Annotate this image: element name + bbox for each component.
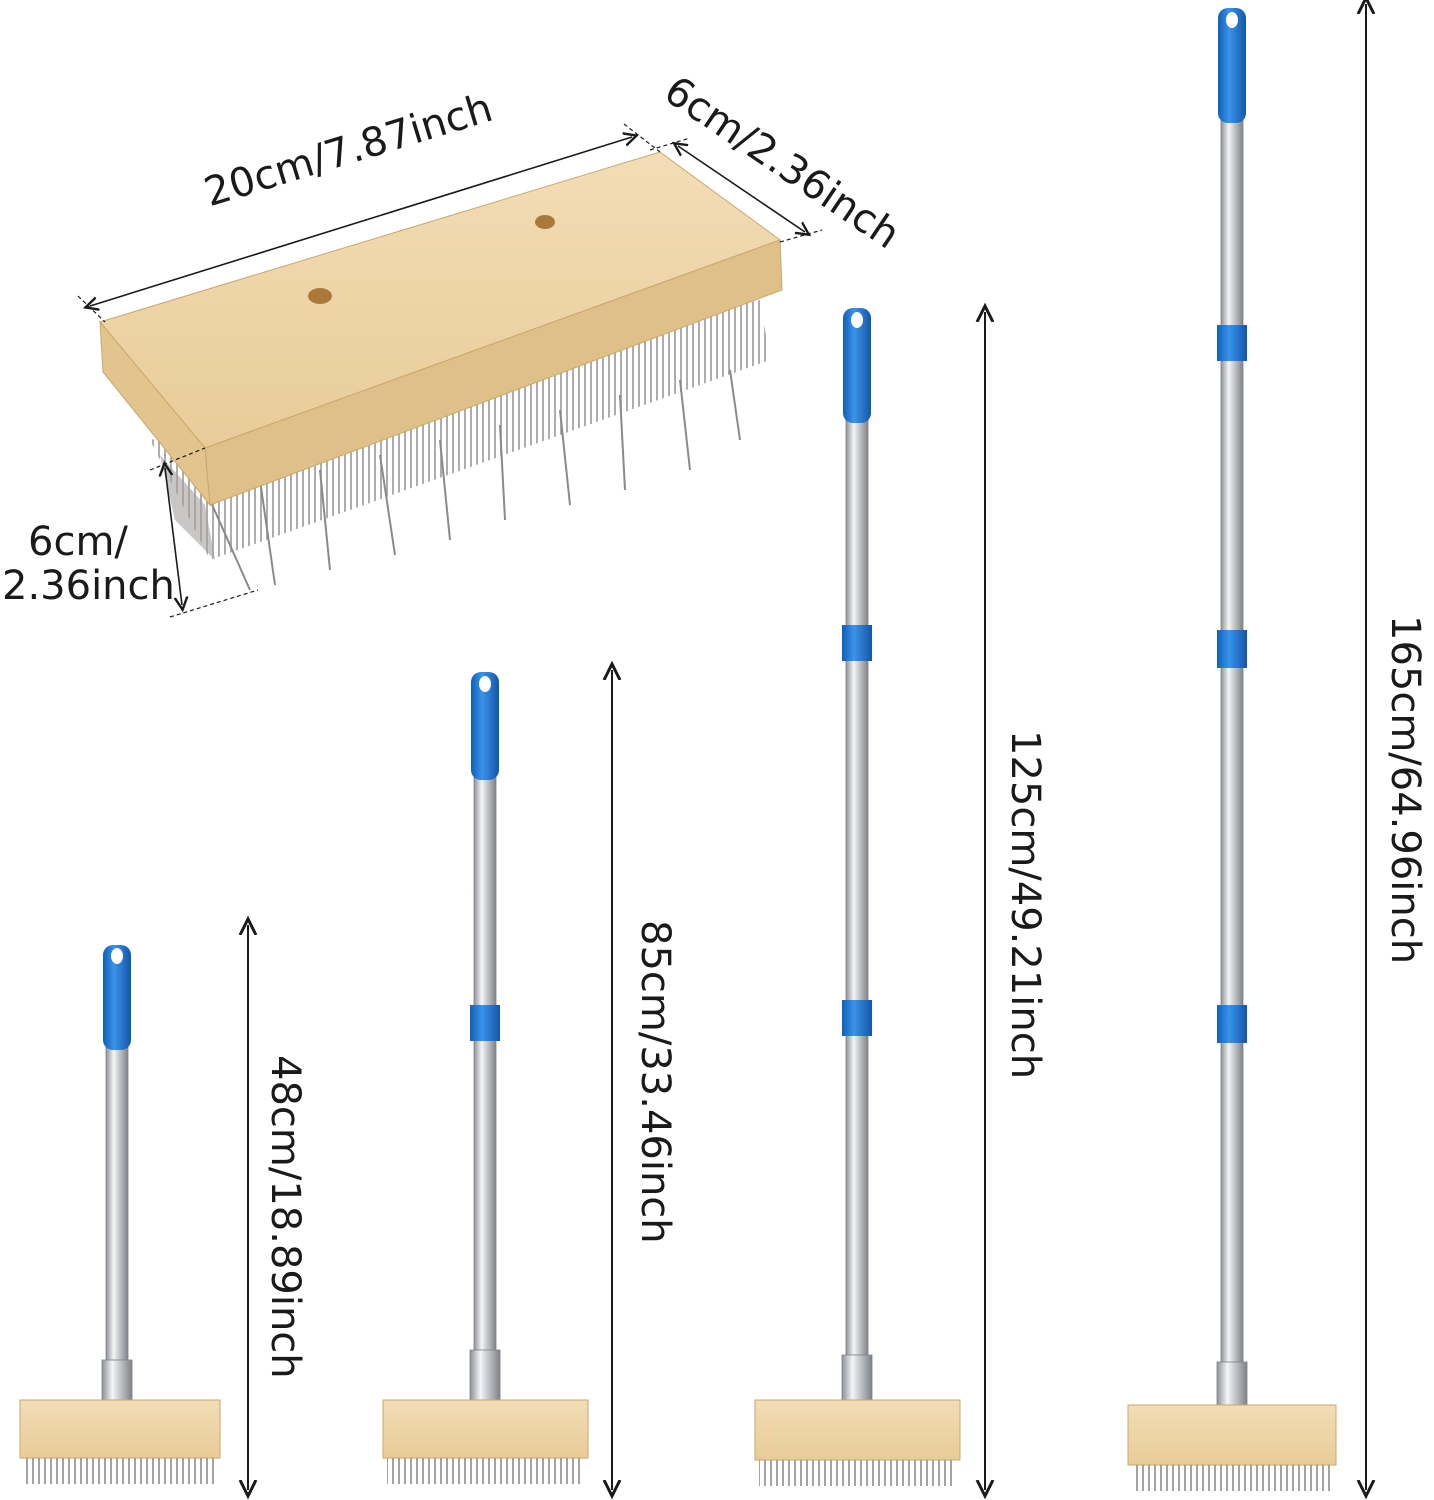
wood-block: [19, 1399, 221, 1459]
brush-48cm: [19, 945, 221, 1484]
grip-icon: [471, 672, 499, 780]
wood-block: [382, 1399, 589, 1459]
grip-icon: [103, 945, 131, 1050]
length-dimension: [77, 123, 661, 323]
collar-icon: [1217, 1005, 1247, 1043]
wood-block: [1127, 1404, 1337, 1466]
height-dimension: [149, 447, 259, 618]
brush-head-closeup: [77, 123, 823, 618]
size-label-165: 165cm/64.96inch: [1382, 615, 1428, 965]
brush-height-label-line1: 6cm/: [28, 519, 128, 565]
collar-icon: [842, 1000, 872, 1036]
collar-icon: [470, 1005, 500, 1041]
collar-icon: [842, 625, 872, 661]
bristles-icon: [387, 1458, 584, 1484]
size-label-125: 125cm/49.21inch: [1002, 730, 1048, 1080]
brush-125cm: [754, 308, 961, 1486]
mount-hole-icon: [308, 288, 332, 304]
size-label-85: 85cm/33.46inch: [632, 920, 678, 1244]
grip-icon: [1218, 8, 1246, 123]
mount-hole-icon: [535, 215, 555, 229]
width-dimension: [649, 137, 823, 243]
grip-icon: [843, 308, 871, 423]
bristles-icon: [24, 1458, 216, 1484]
size-label-48: 48cm/18.89inch: [262, 1055, 308, 1379]
bristles-icon: [1132, 1465, 1332, 1491]
brush-height-label-line2: 2.36inch: [2, 563, 175, 609]
collar-icon: [1217, 630, 1247, 668]
collar-icon: [1217, 325, 1247, 361]
brush-165cm: [1127, 8, 1337, 1491]
brush-85cm: [382, 672, 589, 1484]
bristles-icon: [759, 1460, 956, 1486]
wood-block: [754, 1399, 961, 1461]
